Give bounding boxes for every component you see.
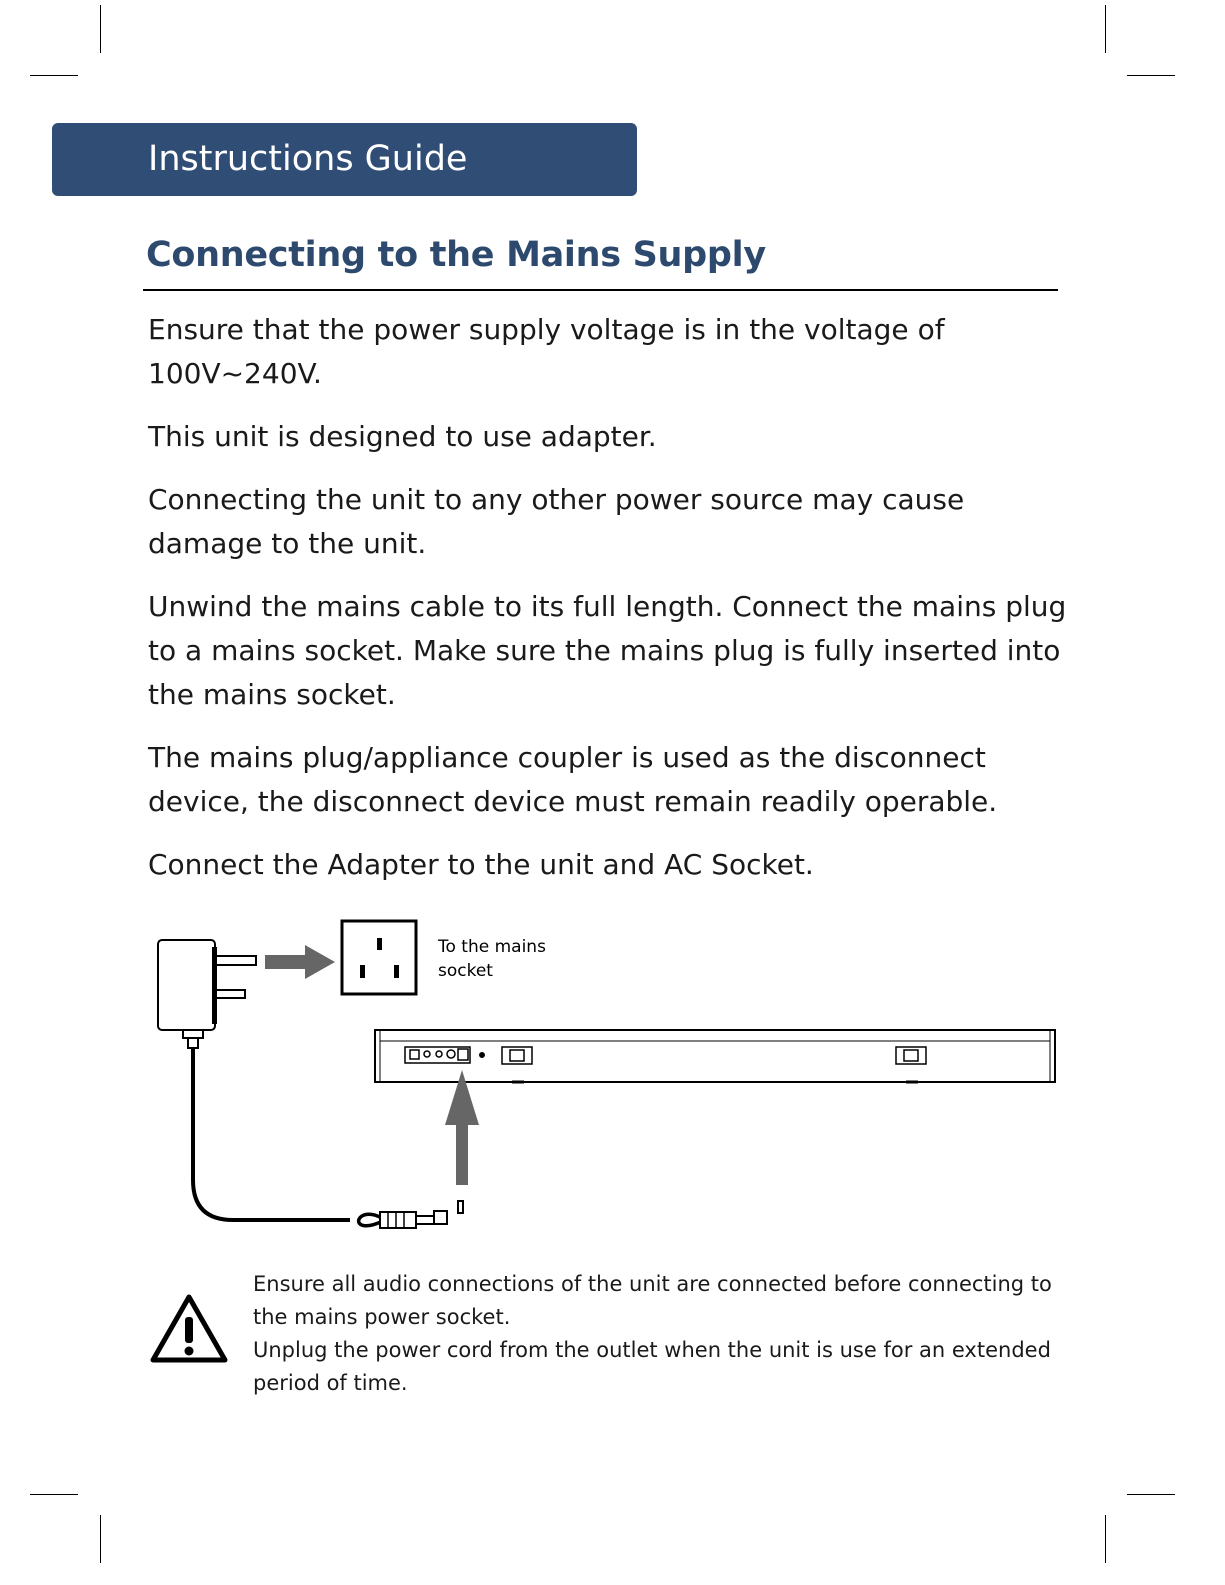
banner-title: Instructions Guide [148, 139, 468, 179]
crop-mark [1127, 75, 1175, 76]
crop-mark [1127, 1494, 1175, 1495]
paragraph-unwind-cable: Unwind the mains cable to its full lengt… [148, 590, 1067, 711]
connection-diagram: To the mains socket [140, 905, 1070, 1255]
warning-text: Ensure all audio connections of the unit… [253, 1268, 1073, 1400]
crop-mark [30, 75, 78, 76]
paragraph-voltage: Ensure that the power supply voltage is … [148, 313, 945, 390]
warning-triangle-icon [149, 1292, 229, 1364]
crop-mark [1105, 1515, 1106, 1563]
heading-divider [143, 289, 1058, 291]
paragraph-adapter: This unit is designed to use adapter. [148, 420, 657, 453]
crop-mark [30, 1494, 78, 1495]
mains-socket-icon [340, 919, 418, 996]
header-banner: Instructions Guide [52, 123, 637, 196]
paragraph-connect-adapter: Connect the Adapter to the unit and AC S… [148, 848, 814, 881]
soundbar-unit [374, 1029, 1056, 1084]
crop-mark [100, 5, 101, 53]
paragraph-disconnect-device: The mains plug/appliance coupler is used… [148, 741, 998, 818]
socket-label-line2: socket [438, 961, 493, 981]
section-heading: Connecting to the Mains Supply [146, 235, 766, 275]
crop-mark [1105, 5, 1106, 53]
crop-mark [100, 1515, 101, 1563]
socket-label-line1: To the mains [437, 937, 546, 957]
paragraph-damage: Connecting the unit to any other power s… [148, 483, 965, 560]
dc-plug-icon [357, 1200, 464, 1229]
warning-line-1: Ensure all audio connections of the unit… [253, 1272, 1052, 1329]
warning-line-2: Unplug the power cord from the outlet wh… [253, 1338, 1051, 1395]
power-adapter-icon [157, 939, 257, 1049]
